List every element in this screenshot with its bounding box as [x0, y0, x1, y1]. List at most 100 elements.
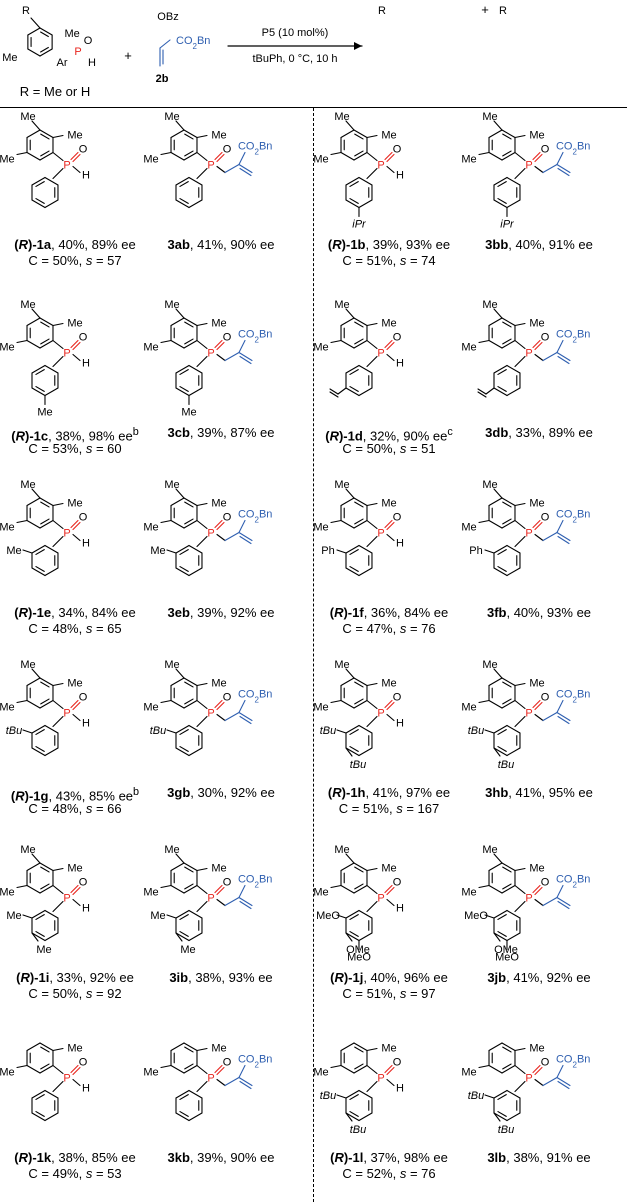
sm-label-1e: (R)-1e, 34%, 84% ee	[14, 605, 136, 620]
atom-label: Me	[211, 498, 226, 510]
atom-label: Me	[0, 887, 15, 899]
atom-label: O	[223, 144, 232, 156]
bond	[35, 566, 45, 572]
bond	[354, 883, 364, 890]
atom-label: Me	[482, 299, 497, 311]
bond	[384, 1064, 393, 1074]
bond	[345, 387, 360, 397]
atom-label: O	[393, 512, 402, 524]
bond	[329, 391, 339, 398]
bond	[493, 120, 503, 131]
bond	[35, 931, 45, 937]
bond	[340, 129, 355, 139]
bond	[183, 884, 198, 894]
atom-label: Me	[6, 910, 21, 922]
bond	[386, 341, 395, 351]
bond	[170, 497, 185, 507]
bond	[26, 339, 41, 349]
reagent-id: 2b	[156, 73, 169, 85]
bond	[188, 747, 203, 757]
bond	[493, 199, 508, 209]
atom-label: Me	[529, 1043, 544, 1055]
bond	[353, 339, 368, 349]
bond	[556, 884, 564, 899]
bond	[40, 866, 50, 873]
bond	[514, 519, 526, 530]
bond	[188, 567, 203, 577]
bond	[44, 724, 59, 734]
bond	[183, 1042, 198, 1052]
atom-label: Me	[0, 522, 15, 534]
bond	[35, 549, 45, 555]
bond	[44, 364, 59, 374]
atom-label: Me	[381, 318, 396, 330]
bond	[179, 914, 189, 920]
bond	[506, 909, 521, 919]
bond	[170, 677, 185, 687]
bond	[179, 198, 189, 204]
bond	[556, 711, 571, 722]
atom-label: Me	[381, 498, 396, 510]
bond	[31, 199, 46, 209]
bond	[514, 535, 526, 548]
bond	[26, 497, 41, 507]
bond	[216, 1066, 225, 1076]
selectivity-label-1i: C = 50%, s = 92	[28, 986, 122, 1001]
atom-label: MeO	[316, 910, 340, 922]
atom-label: H	[396, 170, 404, 182]
conditions-label: tBuPh, 0 °C, 10 h	[252, 53, 337, 65]
bond	[22, 549, 33, 554]
atom-label: H	[396, 358, 404, 370]
atom-label: Me	[37, 407, 52, 419]
bond	[478, 699, 490, 704]
bond	[353, 699, 368, 709]
bond	[497, 549, 507, 555]
bond	[27, 48, 41, 57]
bond	[534, 341, 543, 351]
bond	[239, 900, 252, 910]
product-label-1a: 3ab, 41%, 90% ee	[167, 237, 275, 252]
product-label-1e: 3eb, 39%, 92% ee	[167, 605, 275, 620]
bond	[239, 355, 252, 365]
sm-label-1i: (R)-1i, 33%, 92% ee	[16, 970, 134, 985]
bond	[160, 699, 172, 704]
bond	[358, 724, 373, 734]
atom-label: Ph	[469, 545, 482, 557]
bond	[506, 932, 521, 942]
bond	[330, 884, 342, 889]
bond	[358, 909, 373, 919]
bond	[166, 729, 177, 734]
bond	[179, 746, 189, 752]
bond	[488, 339, 503, 349]
bond	[179, 729, 189, 735]
bond	[72, 521, 81, 531]
bond	[534, 1078, 544, 1087]
bond	[340, 677, 355, 687]
bond	[196, 900, 208, 913]
atom-label: Me	[482, 659, 497, 671]
atom-label: O	[79, 144, 88, 156]
phosphorus-atom: P	[63, 708, 70, 720]
bond	[170, 519, 185, 529]
atom-label: Me	[482, 111, 497, 123]
bond	[366, 699, 378, 710]
bond	[329, 388, 339, 395]
bond	[514, 502, 526, 507]
bond	[31, 1112, 46, 1122]
atom-label: Me	[529, 498, 544, 510]
bond	[238, 339, 246, 354]
bond	[493, 1112, 501, 1122]
bond	[35, 369, 45, 375]
selectivity-label-1h: C = 51%, s = 167	[338, 801, 440, 816]
atom-label: O	[223, 877, 232, 889]
atom-label: O	[393, 332, 402, 344]
atom-label: H	[396, 718, 404, 730]
bond	[354, 150, 364, 157]
co2bn-label: CO2Bn	[238, 689, 272, 705]
bond	[556, 351, 571, 362]
bond	[39, 129, 54, 139]
bond	[366, 355, 378, 368]
sm-label-1h: (R)-1h, 41%, 97% ee	[327, 785, 451, 800]
phosphorus-atom: P	[207, 1073, 214, 1085]
